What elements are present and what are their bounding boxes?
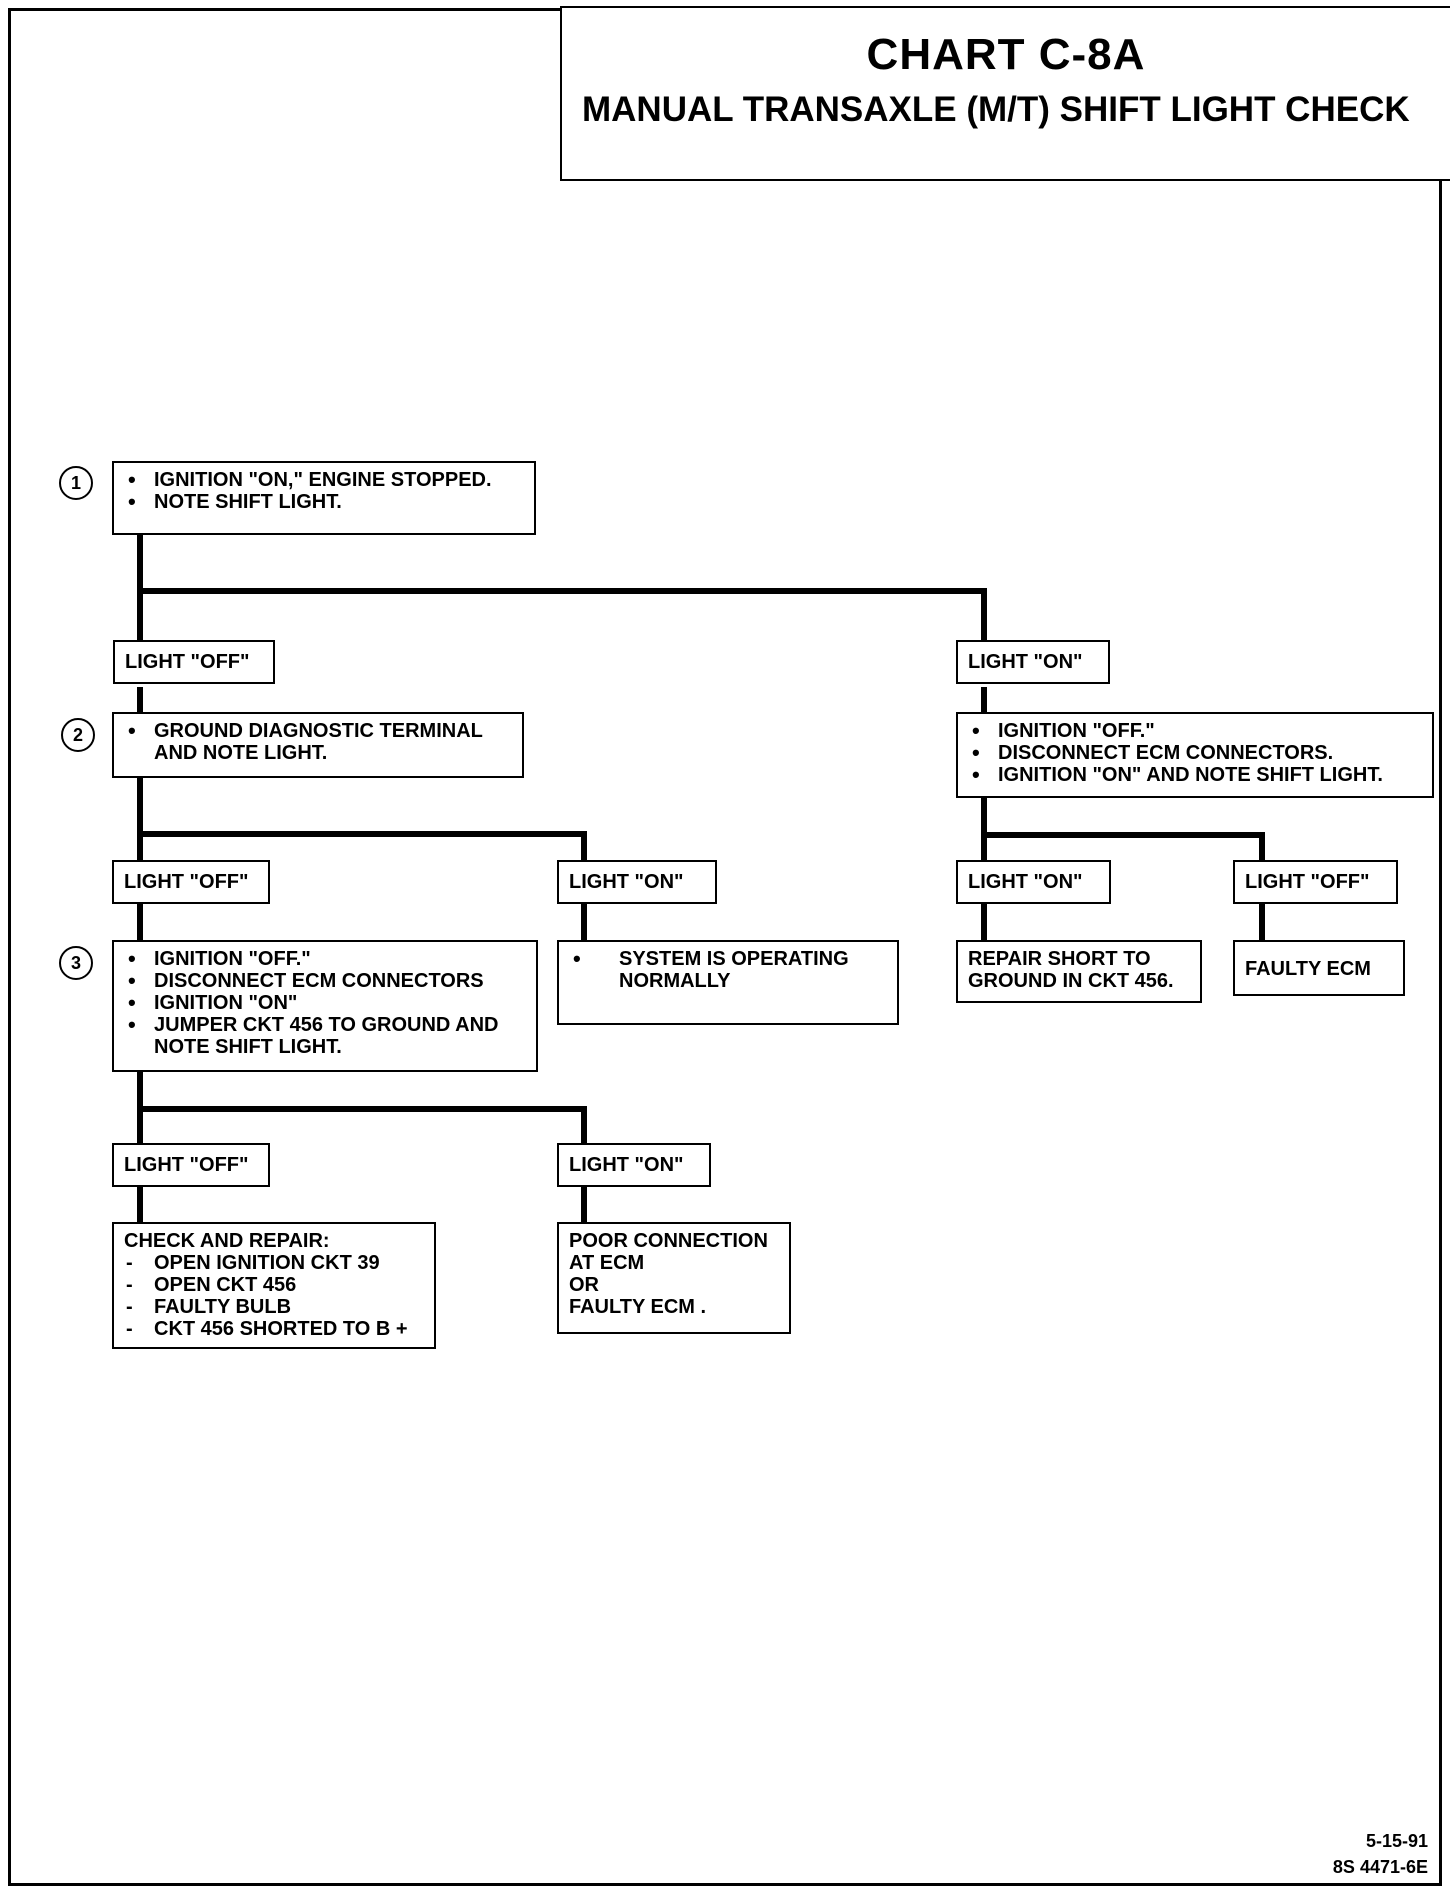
connector [981, 832, 1265, 863]
check-repair-item: OPEN IGNITION CKT 39 [124, 1252, 424, 1274]
faulty-ecm-box: FAULTY ECM [1233, 940, 1405, 996]
step-3-text: JUMPER CKT 456 TO GROUND AND [154, 1014, 499, 1036]
right-branch-line: DISCONNECT ECM CONNECTORS. [968, 742, 1422, 764]
step-2-marker: 2 [61, 718, 95, 752]
chart-title: MANUAL TRANSAXLE (M/T) SHIFT LIGHT CHECK [582, 90, 1410, 129]
title-block: CHART C-8A MANUAL TRANSAXLE (M/T) SHIFT … [560, 6, 1450, 181]
step-2-text: AND NOTE LIGHT. [154, 742, 328, 764]
label-light-off: LIGHT "OFF" [112, 860, 270, 904]
connector [137, 1106, 587, 1146]
label-light-off: LIGHT "OFF" [1233, 860, 1398, 904]
footer-date: 5-15-91 [1365, 1831, 1428, 1851]
check-repair-box: CHECK AND REPAIR: OPEN IGNITION CKT 39 O… [112, 1222, 436, 1349]
connector [137, 831, 587, 863]
step-3-marker: 3 [59, 946, 93, 980]
footer: 5-15-91 8S 4471-6E [1333, 1828, 1428, 1880]
poor-connection-line: FAULTY ECM . [569, 1296, 707, 1318]
label-light-on: LIGHT "ON" [956, 860, 1111, 904]
poor-connection-line: POOR CONNECTION [569, 1230, 768, 1252]
step-1-line: IGNITION "ON," ENGINE STOPPED. [124, 469, 524, 491]
step-3-box: IGNITION "OFF." DISCONNECT ECM CONNECTOR… [112, 940, 538, 1072]
step-3-line: DISCONNECT ECM CONNECTORS [124, 970, 526, 992]
check-repair-heading: CHECK AND REPAIR: [124, 1230, 330, 1252]
system-normal-text: SYSTEM IS OPERATING [619, 948, 849, 970]
label-light-on: LIGHT "ON" [557, 1143, 711, 1187]
label-light-off: LIGHT "OFF" [113, 640, 275, 684]
label-light-on: LIGHT "ON" [557, 860, 717, 904]
poor-connection-line: AT ECM [569, 1252, 645, 1274]
repair-short-line: REPAIR SHORT TO [968, 948, 1151, 970]
step-3-line: IGNITION "OFF." [124, 948, 526, 970]
right-branch-line: IGNITION "OFF." [968, 720, 1422, 742]
step-1-marker: 1 [59, 466, 93, 500]
check-repair-item: CKT 456 SHORTED TO B + [124, 1318, 424, 1340]
right-branch-box: IGNITION "OFF." DISCONNECT ECM CONNECTOR… [956, 712, 1434, 798]
label-light-on: LIGHT "ON" [956, 640, 1110, 684]
step-1-line: NOTE SHIFT LIGHT. [124, 491, 524, 513]
right-branch-line: IGNITION "ON" AND NOTE SHIFT LIGHT. [968, 764, 1422, 786]
poor-connection-line: OR [569, 1274, 599, 1296]
step-3-text: NOTE SHIFT LIGHT. [154, 1036, 342, 1058]
step-3-line: IGNITION "ON" [124, 992, 526, 1014]
connector [137, 588, 987, 654]
chart-id: CHART C-8A [866, 30, 1146, 79]
footer-code: 8S 4471-6E [1332, 1857, 1428, 1877]
poor-connection-box: POOR CONNECTION AT ECM OR FAULTY ECM . [557, 1222, 791, 1334]
label-light-off: LIGHT "OFF" [112, 1143, 270, 1187]
step-1-box: IGNITION "ON," ENGINE STOPPED. NOTE SHIF… [112, 461, 536, 535]
check-repair-item: FAULTY BULB [124, 1296, 424, 1318]
step-2-text: GROUND DIAGNOSTIC TERMINAL [154, 720, 483, 742]
system-normal-text: NORMALLY [619, 970, 731, 992]
repair-short-line: GROUND IN CKT 456. [968, 970, 1174, 992]
check-repair-item: OPEN CKT 456 [124, 1274, 424, 1296]
repair-short-box: REPAIR SHORT TO GROUND IN CKT 456. [956, 940, 1202, 1003]
